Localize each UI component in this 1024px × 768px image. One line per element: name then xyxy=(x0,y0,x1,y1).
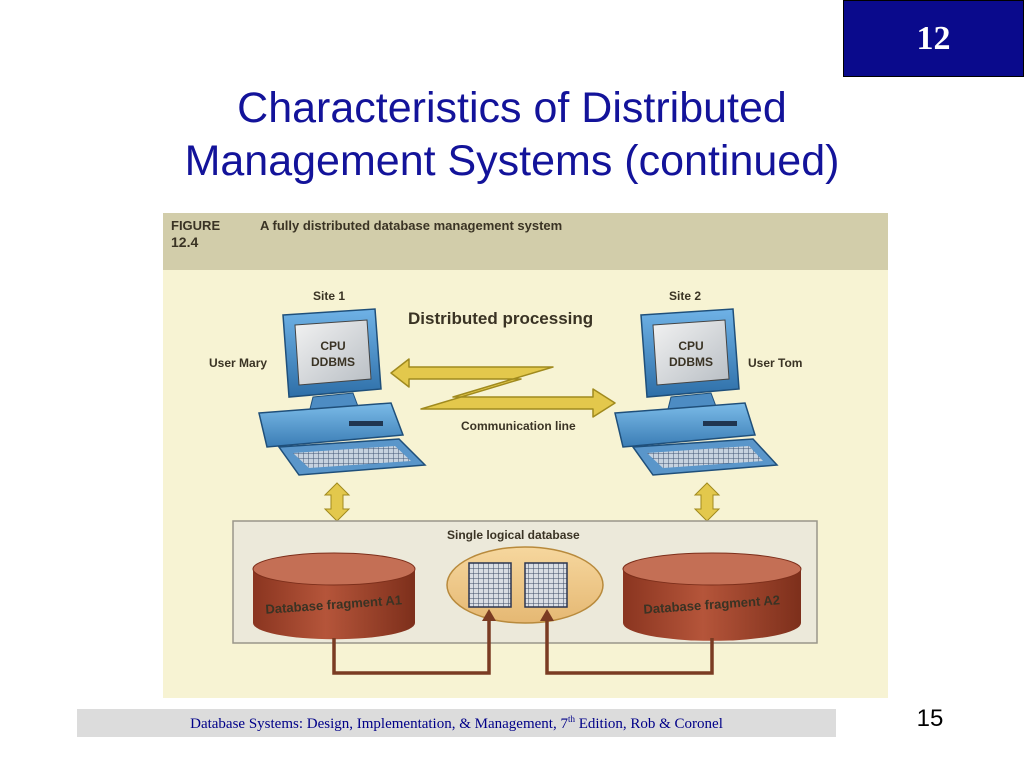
site-1-label: Site 1 xyxy=(313,289,345,303)
site-1-screen-ddbms: DDBMS xyxy=(311,355,355,369)
footer-superscript: th xyxy=(567,713,575,724)
table-grid-icon-right xyxy=(524,562,568,608)
single-logical-database-label: Single logical database xyxy=(447,528,580,542)
connector-arrowhead-left xyxy=(482,609,496,621)
communication-line-arrow xyxy=(390,358,616,418)
connector-arrowhead-right xyxy=(540,609,554,621)
figure-caption: A fully distributed database management … xyxy=(260,218,562,233)
figure-diagram: FIGURE 12.4 A fully distributed database… xyxy=(171,218,818,675)
distributed-processing-heading: Distributed processing xyxy=(408,309,593,328)
slide-title: Characteristics of Distributed Managemen… xyxy=(0,82,1024,188)
footer-bar: Database Systems: Design, Implementation… xyxy=(77,709,836,737)
page-number: 15 xyxy=(916,705,944,732)
site-2-screen-ddbms: DDBMS xyxy=(669,355,713,369)
site-2-label: Site 2 xyxy=(669,289,701,303)
site-1-computer-icon xyxy=(258,308,427,476)
site-2-computer-icon xyxy=(614,308,779,476)
site-2-double-arrow xyxy=(693,482,721,522)
table-grid-icon-left xyxy=(468,562,512,608)
figure-header xyxy=(163,213,888,270)
chapter-badge: 12 xyxy=(843,0,1024,77)
figure-label-line-1: FIGURE xyxy=(171,218,220,233)
footer-text-before: Database Systems: Design, Implementation… xyxy=(190,715,568,732)
chapter-number: 12 xyxy=(916,19,951,57)
user-mary-label: User Mary xyxy=(209,356,267,370)
footer-citation: Database Systems: Design, Implementation… xyxy=(190,714,723,733)
database-fragment-a2-cylinder xyxy=(622,552,802,641)
database-fragment-a1-cylinder xyxy=(252,552,416,640)
slide-title-line-1: Characteristics of Distributed xyxy=(237,84,787,132)
communication-line-label: Communication line xyxy=(461,419,576,433)
user-tom-label: User Tom xyxy=(748,356,802,370)
footer-text-after: Edition, Rob & Coronel xyxy=(574,715,723,732)
site-1-screen-cpu: CPU xyxy=(320,339,345,353)
fragment-connector-lines xyxy=(332,615,714,675)
figure-12-4: FIGURE 12.4 A fully distributed database… xyxy=(163,213,888,698)
slide-title-line-2: Management Systems (continued) xyxy=(184,137,840,185)
site-2-screen-cpu: CPU xyxy=(678,339,703,353)
figure-label-line-2: 12.4 xyxy=(171,234,198,250)
site-1-double-arrow xyxy=(323,482,351,522)
